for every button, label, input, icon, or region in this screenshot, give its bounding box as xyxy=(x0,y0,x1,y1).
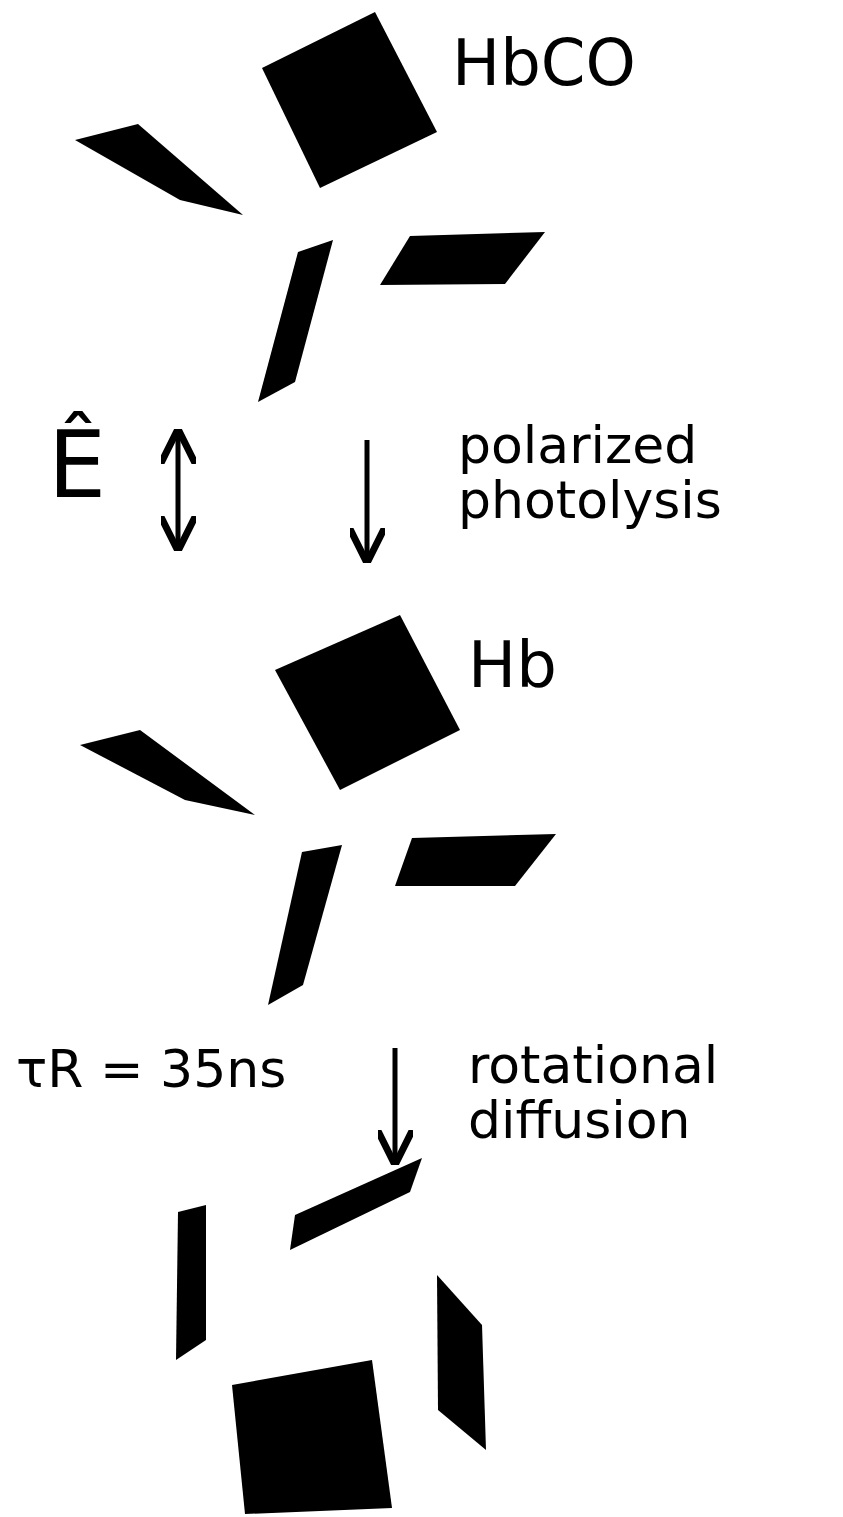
subunit-plate xyxy=(75,124,243,215)
rotated-subunits xyxy=(176,1158,486,1514)
subunit-plate xyxy=(268,845,342,1005)
hb-subunits xyxy=(80,615,556,1005)
process-arrow xyxy=(365,440,370,556)
field-symbol: Ê xyxy=(48,418,106,515)
polarization-arrow xyxy=(176,436,181,544)
state-label: Hb xyxy=(468,632,557,699)
process-label: polarized photolysis xyxy=(458,418,798,527)
subunit-square xyxy=(275,615,460,790)
subunit-square xyxy=(262,12,437,188)
subunit-plate xyxy=(380,232,545,285)
time-constant: τR = 35ns xyxy=(16,1042,286,1097)
subunit-plate xyxy=(395,834,556,886)
subunit-plate xyxy=(258,240,333,402)
subunit-plate xyxy=(80,730,255,815)
subunit-plate xyxy=(437,1275,486,1450)
subunit-square xyxy=(232,1360,392,1514)
process-label: rotational diffusion xyxy=(468,1038,828,1147)
subunit-plate xyxy=(176,1205,206,1360)
process-arrow xyxy=(393,1048,398,1158)
state-label: HbCO xyxy=(452,30,636,97)
subunit-plate xyxy=(290,1158,422,1250)
